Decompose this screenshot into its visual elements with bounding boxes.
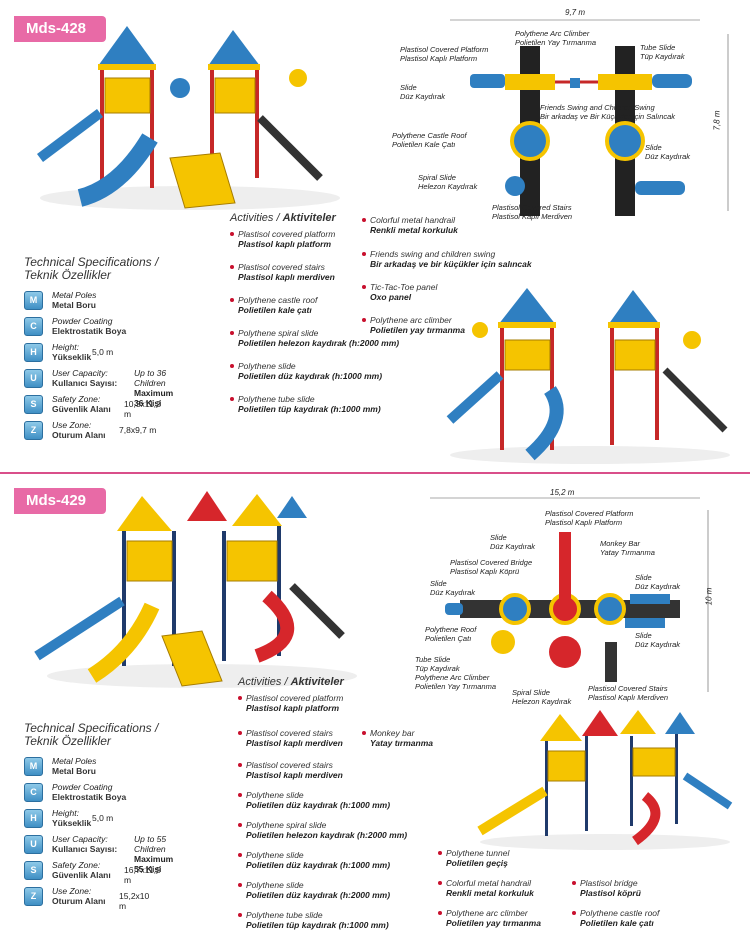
activities-title: Activities / Aktiviteler [238,676,344,688]
playground-photo-main [37,26,340,210]
height-icon: H [24,343,43,362]
activities-title: Activities / Aktiviteler [230,212,336,224]
playground-photo-side [477,710,733,850]
plan-drawing [450,19,729,216]
plan-width-dimension: 9,7 m [565,8,586,17]
spec-row: U User Capacity:Kullanıcı Sayısı: Up to … [24,834,173,874]
technical-specifications: Technical Specifications / Teknik Özelli… [24,255,173,446]
coating-icon: C [24,783,43,802]
technical-specifications: Technical Specifications / Teknik Özelli… [24,721,173,912]
tech-title: Technical Specifications / Teknik Özelli… [24,721,159,748]
playground-photo-side [446,288,730,464]
spec-row: S Safety Zone:Güvenlik Alanı 10,3x11,2 m [24,394,161,419]
spec-row: U User Capacity:Kullanıcı Sayısı: Up to … [24,368,173,408]
plan-drawing [430,497,709,692]
playground-photo-main [34,491,357,688]
spec-row: S Safety Zone:Güvenlik Alanı 16,7x11,5 m [24,860,161,885]
product-section-mds-429: Mds-429 [0,478,750,945]
tech-title: Technical Specifications / Teknik Özelli… [24,255,159,282]
safety-icon: S [24,395,43,414]
plan-depth-dimension: 10 m [704,587,714,606]
usezone-icon: Z [24,421,43,440]
model-code-tag: Mds-428 [14,16,106,42]
plan-depth-dimension: 7,8 m [712,110,722,131]
poles-icon: M [24,291,43,310]
capacity-icon: U [24,835,43,854]
section-divider [0,472,750,474]
spec-row: H Height:Yükseklik 5,0 m [24,342,158,366]
plan-width-dimension: 15,2 m [550,488,575,497]
capacity-icon: U [24,369,43,388]
product-section-mds-428: Mds-428 [0,0,750,470]
spec-row: Z Use Zone:Oturum Alanı 7,8x9,7 m [24,420,158,444]
usezone-icon: Z [24,887,43,906]
height-icon: H [24,809,43,828]
spec-row: Z Use Zone:Oturum Alanı 15,2x10 m [24,886,158,911]
poles-icon: M [24,757,43,776]
coating-icon: C [24,317,43,336]
safety-icon: S [24,861,43,880]
spec-row: H Height:Yükseklik 5,0 m [24,808,158,832]
model-code-tag: Mds-429 [14,488,106,514]
